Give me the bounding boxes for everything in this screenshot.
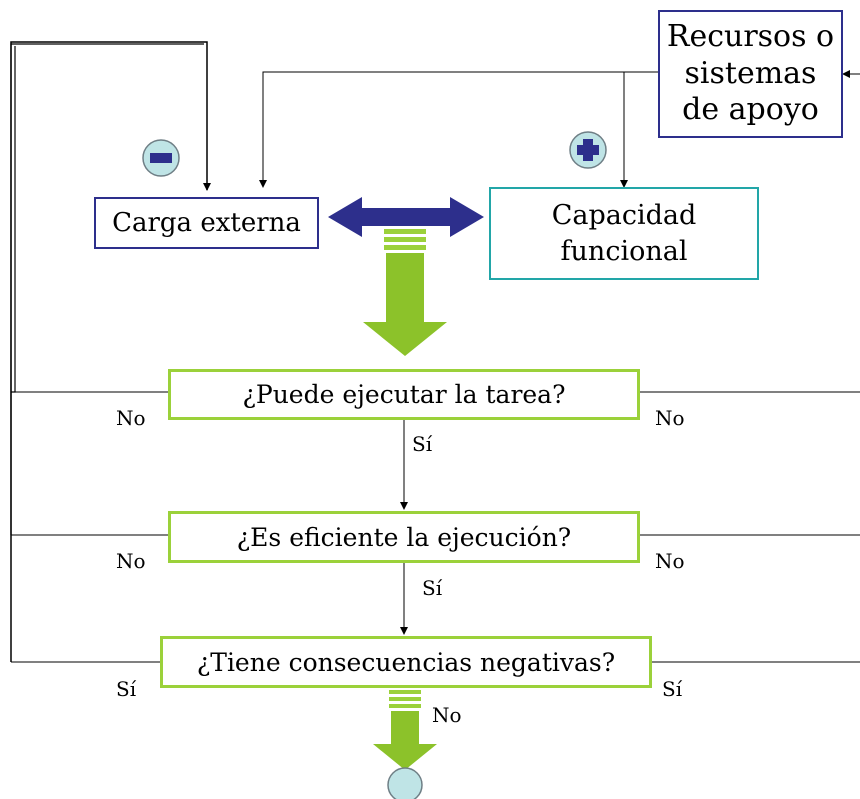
carga-externa-box: Carga externa <box>94 197 319 249</box>
feedback-line-outer <box>10 41 211 662</box>
capacidad-line1: Capacidad <box>551 200 697 232</box>
green-down-arrow-bottom-icon <box>373 690 437 770</box>
label-q2-down: Sí <box>422 576 443 600</box>
capacidad-funcional-box: Capacidad funcional <box>489 187 759 280</box>
label-q1-left: No <box>116 406 146 430</box>
plus-circle-icon <box>569 131 607 169</box>
question-consecuencias: ¿Tiene consecuencias negativas? <box>160 636 652 688</box>
question-es-eficiente: ¿Es eficiente la ejecución? <box>168 511 640 563</box>
recursos-box: Recursos o sistemas de apoyo <box>658 10 843 138</box>
label-q3-down: No <box>432 703 462 727</box>
label-q2-left: No <box>116 549 146 573</box>
terminal-circle-icon <box>387 767 423 799</box>
double-arrow-icon <box>328 197 484 237</box>
question-consecuencias-label: ¿Tiene consecuencias negativas? <box>196 647 616 677</box>
label-q1-down: Sí <box>412 432 433 456</box>
feedback-line-mid <box>10 43 204 535</box>
recursos-line1: Recursos o <box>666 19 835 55</box>
label-q3-right: Sí <box>662 677 683 701</box>
recursos-line2: sistemas <box>684 55 817 91</box>
recursos-line3: de apoyo <box>682 92 819 128</box>
question-puede-ejecutar: ¿Puede ejecutar la tarea? <box>168 369 640 420</box>
label-q2-right: No <box>655 549 685 573</box>
carga-externa-label: Carga externa <box>112 208 301 238</box>
capacidad-line2: funcional <box>560 235 688 267</box>
question-puede-ejecutar-label: ¿Puede ejecutar la tarea? <box>242 380 566 409</box>
connector-recursos-to-carga <box>259 71 658 188</box>
label-q1-right: No <box>655 406 685 430</box>
green-down-arrow-top-icon <box>363 229 447 356</box>
question-es-eficiente-label: ¿Es eficiente la ejecución? <box>236 522 572 552</box>
minus-circle-icon <box>142 139 180 177</box>
label-q3-left: Sí <box>116 677 137 701</box>
